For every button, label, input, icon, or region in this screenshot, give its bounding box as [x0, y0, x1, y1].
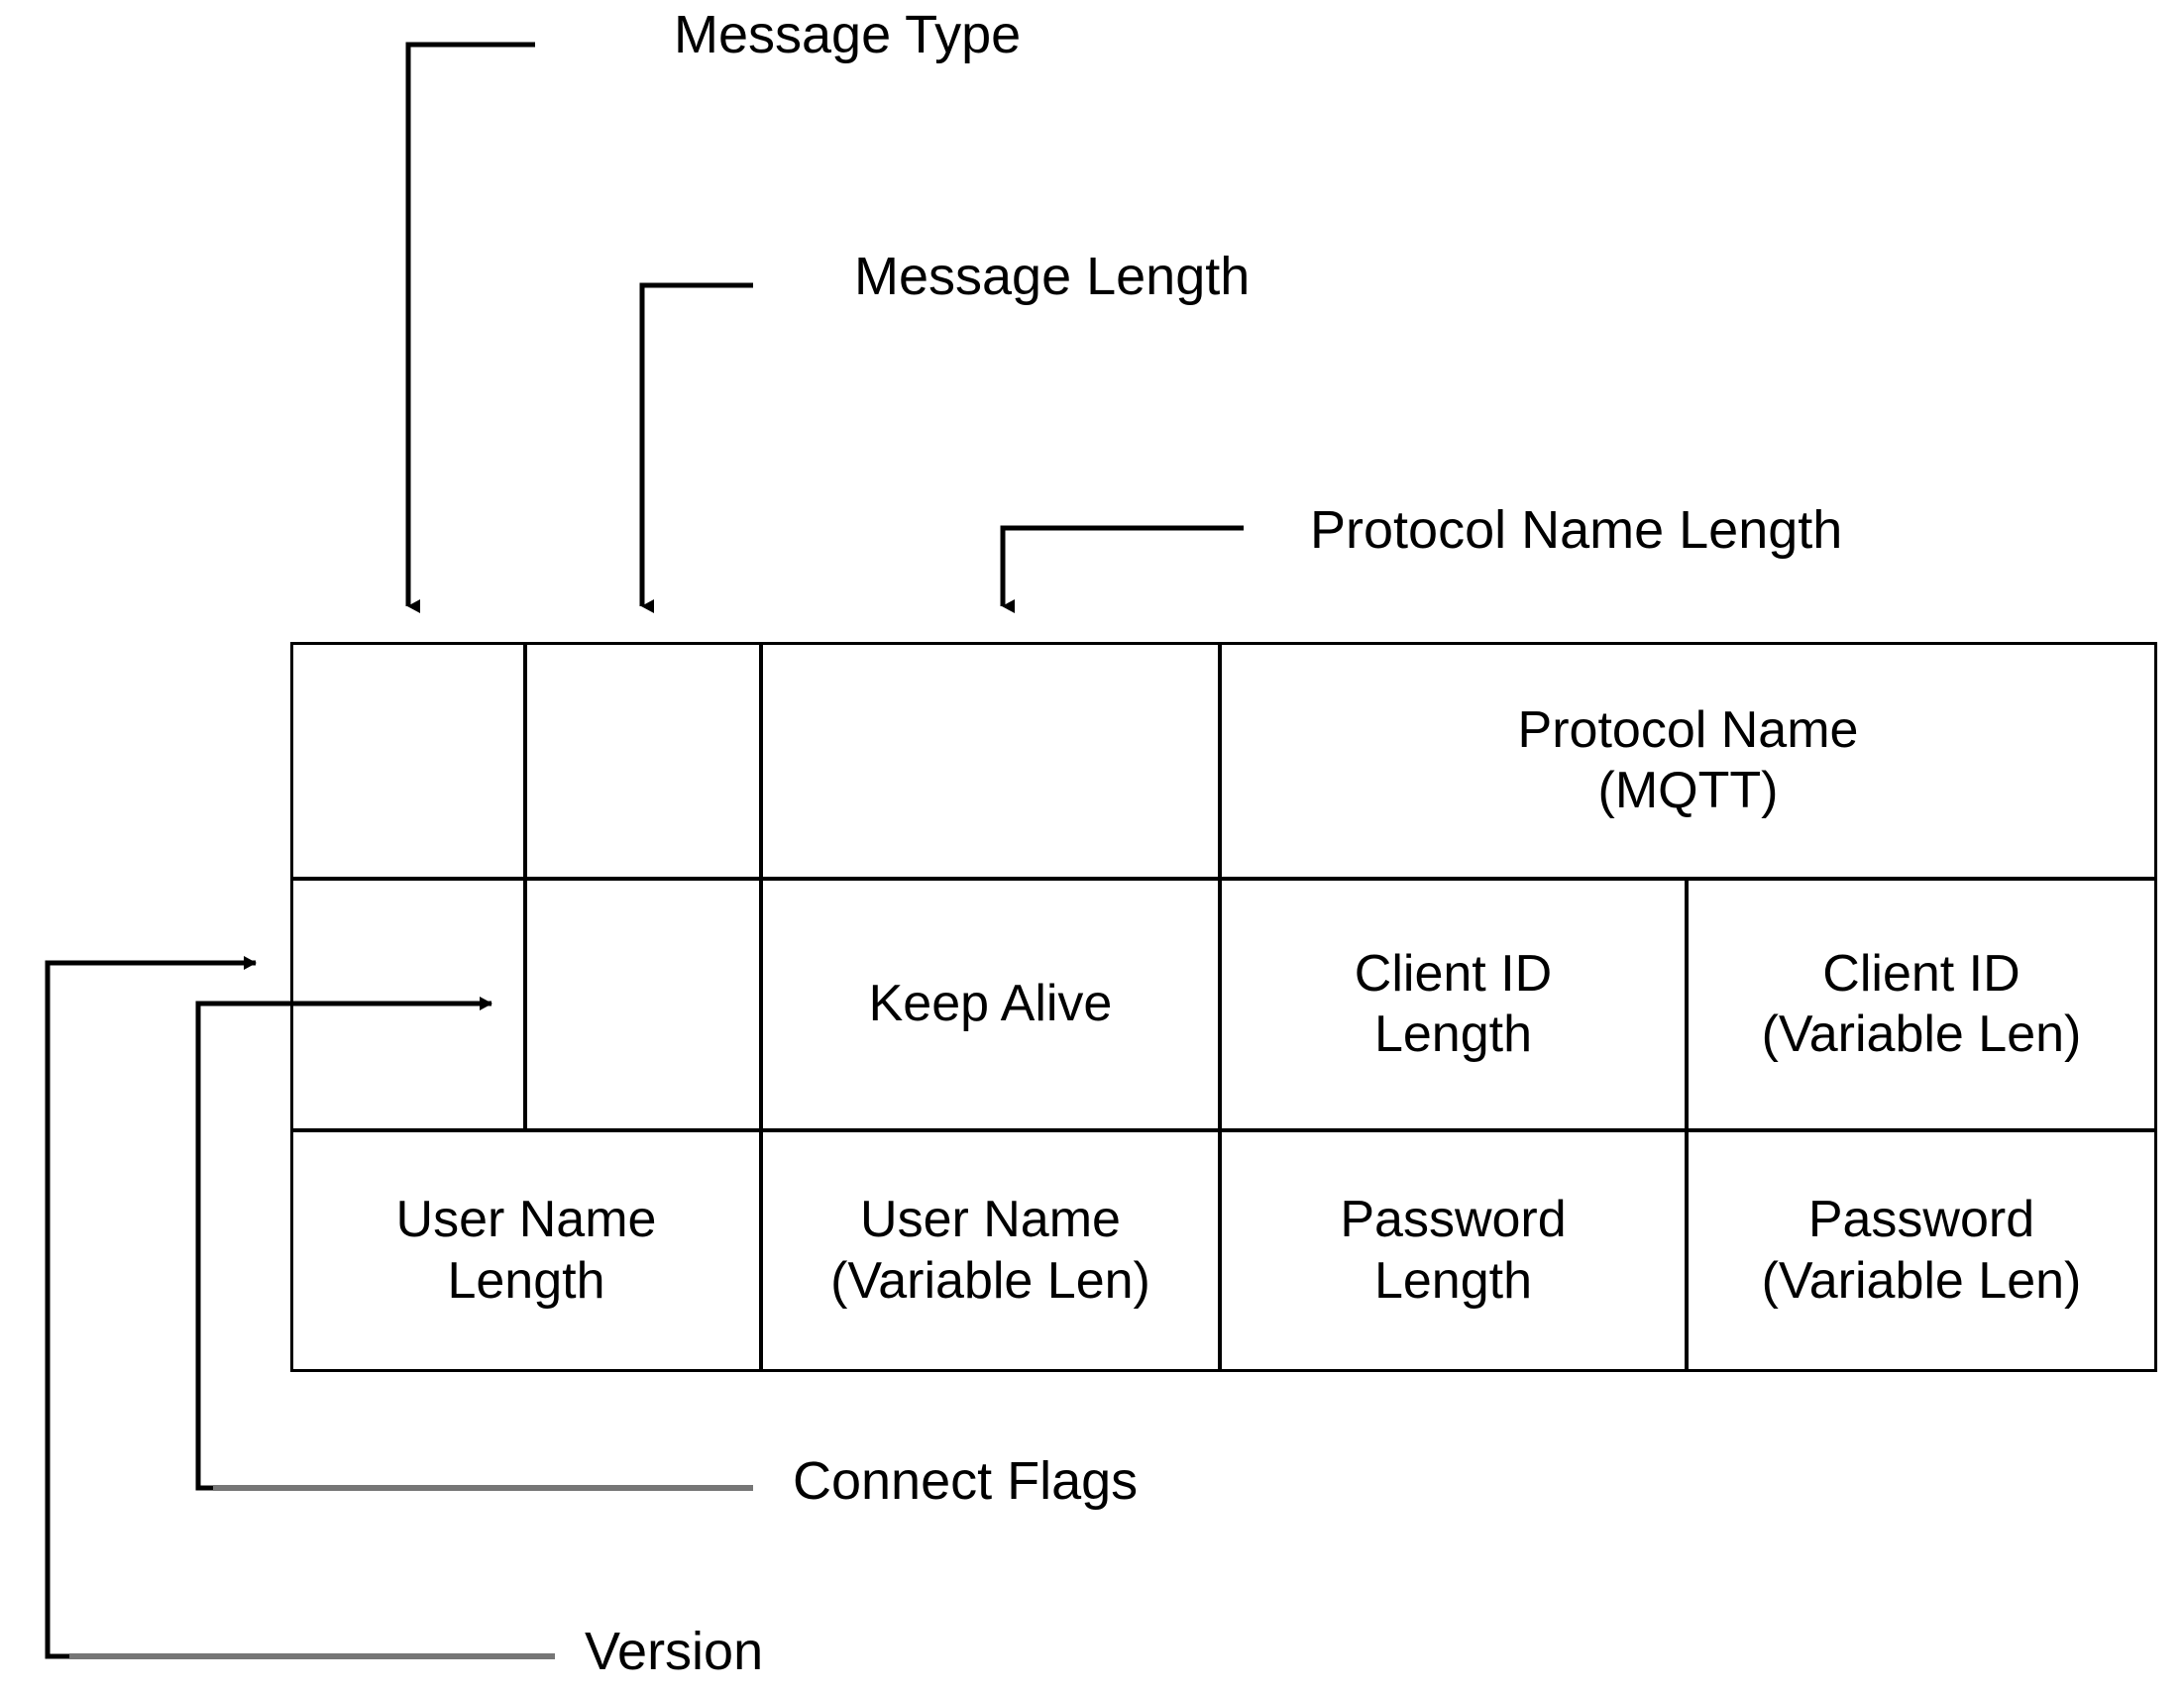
- leader-message-type: [405, 42, 535, 613]
- callout-label-message-type: Message Type: [674, 5, 1022, 64]
- packet-field-row2-col2: [524, 878, 762, 1131]
- packet-field-label: Client ID(Variable Len): [1761, 944, 2082, 1063]
- leader-protocol-name-length: [1000, 525, 1244, 613]
- packet-field-row2-col3: Keep Alive: [760, 878, 1221, 1131]
- packet-field-label: Password(Variable Len): [1761, 1191, 2082, 1310]
- packet-field-row2-col1: [290, 878, 526, 1131]
- leader-message-length: [639, 282, 753, 613]
- packet-field-label: User Name(Variable Len): [830, 1191, 1150, 1310]
- callout-label-message-length: Message Length: [854, 247, 1251, 306]
- callout-label-version: Version: [585, 1622, 764, 1681]
- leader-version: [45, 956, 555, 1659]
- packet-field-row1-col4: Protocol Name(MQTT): [1219, 642, 2157, 880]
- packet-field-row1-col3: [760, 642, 1221, 880]
- packet-field-label: Protocol Name(MQTT): [1517, 700, 1859, 819]
- callout-label-connect-flags: Connect Flags: [793, 1451, 1139, 1511]
- callout-label-protocol-name-length: Protocol Name Length: [1310, 500, 1843, 560]
- packet-field-row3-col4: Password(Variable Len): [1686, 1129, 2157, 1372]
- packet-field-row2-col5: Client ID(Variable Len): [1686, 878, 2157, 1131]
- packet-field-label: Keep Alive: [868, 975, 1113, 1033]
- packet-field-row1-col2: [524, 642, 762, 880]
- packet-field-row3-col2: User Name(Variable Len): [760, 1129, 1221, 1372]
- packet-field-row1-col1: [290, 642, 526, 880]
- leader-connect-flags: [195, 997, 753, 1491]
